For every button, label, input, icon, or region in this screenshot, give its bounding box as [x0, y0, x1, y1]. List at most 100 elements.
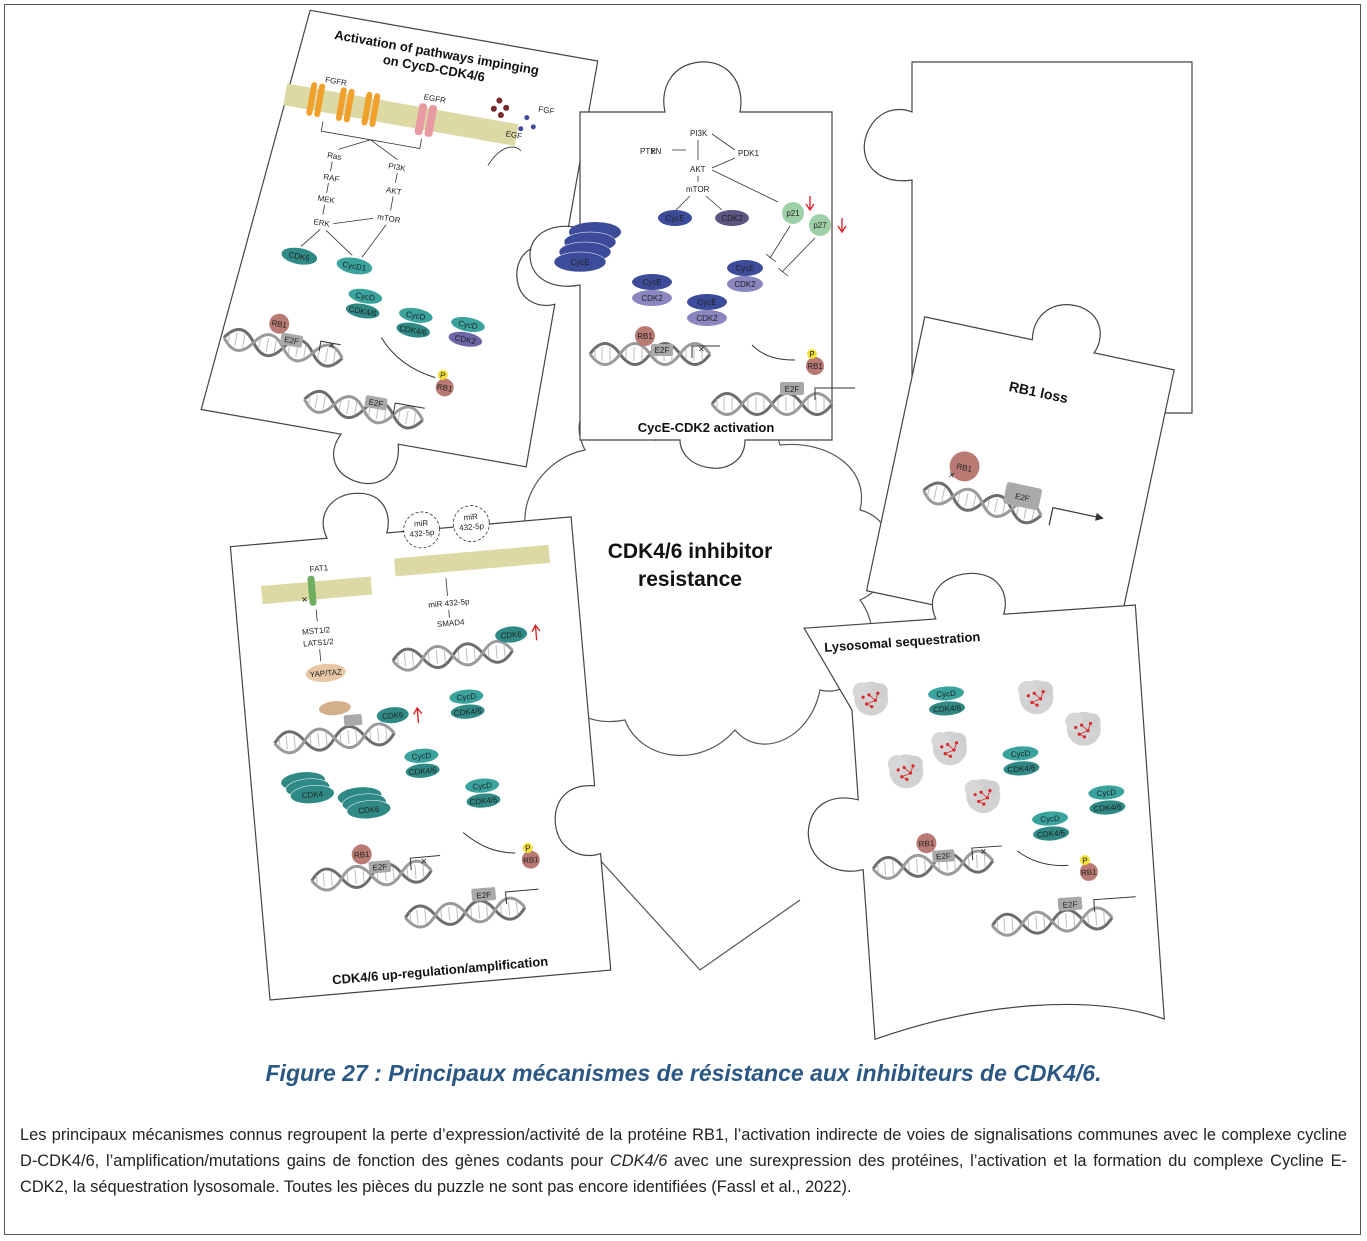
label-fgf: FGF: [538, 105, 555, 117]
block-x: ✕: [328, 341, 336, 351]
lyso-block-x: ✕: [980, 847, 987, 856]
cyce-label-mtor: mTOR: [686, 185, 710, 194]
p27-circle: p27: [813, 221, 827, 230]
cyce-complex3-cdk2: CDK2: [734, 280, 756, 289]
mir-cloud2-b: 432-5p: [459, 521, 485, 532]
cyce-rb1-phos: RB1: [807, 362, 823, 371]
cyce-complex1-cyce: CycE: [642, 278, 661, 287]
figure-legend-paragraph: Les principaux mécanismes connus regroup…: [20, 1122, 1347, 1200]
legend-italic-gene: CDK4/6: [609, 1152, 668, 1170]
upreg-smad: SMAD4: [437, 618, 466, 629]
piece-upreg: CDK4/6 up-regulation/amplification FAT1 …: [229, 492, 612, 1001]
complex3-cdk2: CDK2: [454, 334, 477, 347]
cyce-rb1: RB1: [637, 332, 653, 341]
lyso-cx3-cycd: CycD: [1040, 814, 1060, 824]
upreg-cx3-cdk46: CDK4/6: [469, 795, 498, 806]
cyce-title: CycE-CDK2 activation: [638, 420, 775, 435]
label-fgfr: FGFR: [325, 75, 348, 88]
cyce-stack-label: CycE: [570, 258, 589, 267]
upreg-mir: miR 432-5p: [428, 597, 471, 610]
cyce-label-akt: AKT: [690, 165, 706, 174]
cyce-e2f-free: E2F: [785, 385, 800, 394]
label-akt: AKT: [385, 185, 402, 197]
egfr-receptor: [414, 103, 438, 137]
legend-part2: avec une surexpression des protéines, l’…: [20, 1152, 1347, 1196]
label-cycd1: CycD1: [342, 260, 368, 273]
lyso-cx2-cdk46: CDK4/6: [1007, 763, 1036, 774]
complex2-cycd: CycD: [405, 310, 426, 322]
rb1-circle: [269, 313, 290, 334]
cdk2-oval: CDK2: [721, 214, 743, 223]
cyce-label-pten: PTEN: [640, 147, 662, 156]
upreg-block-x: ✕: [420, 857, 427, 867]
label-cdk6: CDK6: [288, 250, 311, 263]
puzzle-figure: CDK4/6 inhibitor resistance Activation o…: [200, 9, 1193, 1041]
cyce-block-x: ✕: [698, 345, 705, 354]
rb1loss-e2f: E2F: [1014, 492, 1030, 504]
cyce-complex2-cdk2: CDK2: [696, 314, 718, 323]
upreg-cdk6-a: CDK6: [500, 630, 523, 641]
upreg-cx3-cycd: CycD: [472, 781, 492, 792]
upreg-e2f: E2F: [372, 862, 388, 872]
label-ras: Ras: [326, 151, 342, 162]
figure-frame: [4, 4, 1361, 1235]
cdk6-stack: [337, 787, 392, 820]
lyso-e2f-free: E2F: [1062, 900, 1077, 910]
upreg-cx1-cycd: CycD: [456, 692, 476, 703]
cyce-label-pdk1: PDK1: [738, 149, 759, 158]
cdk6-oval: [281, 247, 318, 265]
label-erk: ERK: [313, 217, 331, 229]
label-mtor: mTOR: [377, 212, 402, 225]
fat1-x: ✕: [301, 595, 308, 605]
lyso-cx1-cycd: CycD: [936, 689, 956, 699]
upreg-lats: LATS1/2: [303, 637, 335, 649]
upreg-cdk6-b: CDK6: [382, 710, 405, 721]
cyce-oval: CycE: [665, 214, 684, 223]
ligand-dots: [490, 97, 536, 132]
label-phospho: P: [439, 371, 446, 381]
center-label-line2: resistance: [638, 568, 742, 591]
cyce-label-pi3k: PI3K: [690, 129, 708, 138]
lyso-rb1: RB1: [918, 839, 935, 849]
figure-caption: Figure 27 : Principaux mécanismes de rés…: [265, 1060, 1102, 1086]
piece-cyce: CycE-CDK2 activation PI3K PTEN ✕ PDK1 AK…: [529, 61, 855, 469]
mir-cloud1-a: miR: [414, 518, 429, 528]
label-egf: EGF: [505, 129, 523, 141]
center-label-line1: CDK4/6 inhibitor: [608, 540, 773, 563]
upreg-yap: YAP/TAZ: [309, 667, 342, 679]
p21-circle: p21: [786, 209, 800, 218]
cycd1-oval: [336, 257, 373, 275]
lyso-e2f: E2F: [936, 852, 951, 862]
mir-cloud1-b: 432-5p: [409, 528, 435, 539]
label-raf: RAF: [323, 172, 340, 184]
upreg-e2f-free: E2F: [476, 890, 492, 900]
upreg-rb1-phos: RB1: [523, 855, 540, 865]
upreg-cx2-cycd: CycD: [411, 751, 431, 762]
mir-clouds: [403, 505, 490, 549]
rb1loss-x: ✕: [948, 470, 956, 480]
label-e2f: E2F: [283, 335, 299, 346]
cyce-e2f: E2F: [655, 346, 670, 355]
legend-part1: Les principaux mécanismes connus regroup…: [20, 1126, 1347, 1170]
label-egfr: EGFR: [423, 92, 447, 105]
complex3-cycd: CycD: [457, 319, 478, 331]
upreg-rb1: RB1: [354, 850, 371, 860]
lyso-phospho: P: [1082, 856, 1088, 865]
upreg-cx2-cdk46: CDK4/6: [408, 766, 437, 777]
piece-lyso: Lysosomal sequestration CycD CDK4/6 CycD…: [803, 572, 1165, 1041]
cdk4-stack: [281, 772, 335, 804]
cyce-complex1-cdk2: CDK2: [641, 294, 663, 303]
rb1loss-rb1: RB1: [956, 462, 974, 474]
lyso-cx4-cdk46: CDK4/6: [1093, 802, 1122, 813]
label-e2f-free: E2F: [368, 398, 384, 409]
lyso-cx3-cdk46: CDK4/6: [1037, 828, 1066, 839]
lyso-cx4-cycd: CycD: [1096, 788, 1116, 798]
complex1-cycd: CycD: [355, 291, 376, 303]
label-mek: MEK: [317, 194, 336, 206]
cyce-complex3-cyce: CycE: [735, 264, 754, 273]
label-pi3k: PI3K: [388, 161, 407, 173]
lyso-rb1-phos: RB1: [1081, 867, 1098, 877]
pten-deleted-x: ✕: [650, 147, 657, 156]
decrease-arrows: [805, 196, 847, 234]
piece-pathways: Activation of pathways impinging on CycD…: [200, 9, 599, 485]
